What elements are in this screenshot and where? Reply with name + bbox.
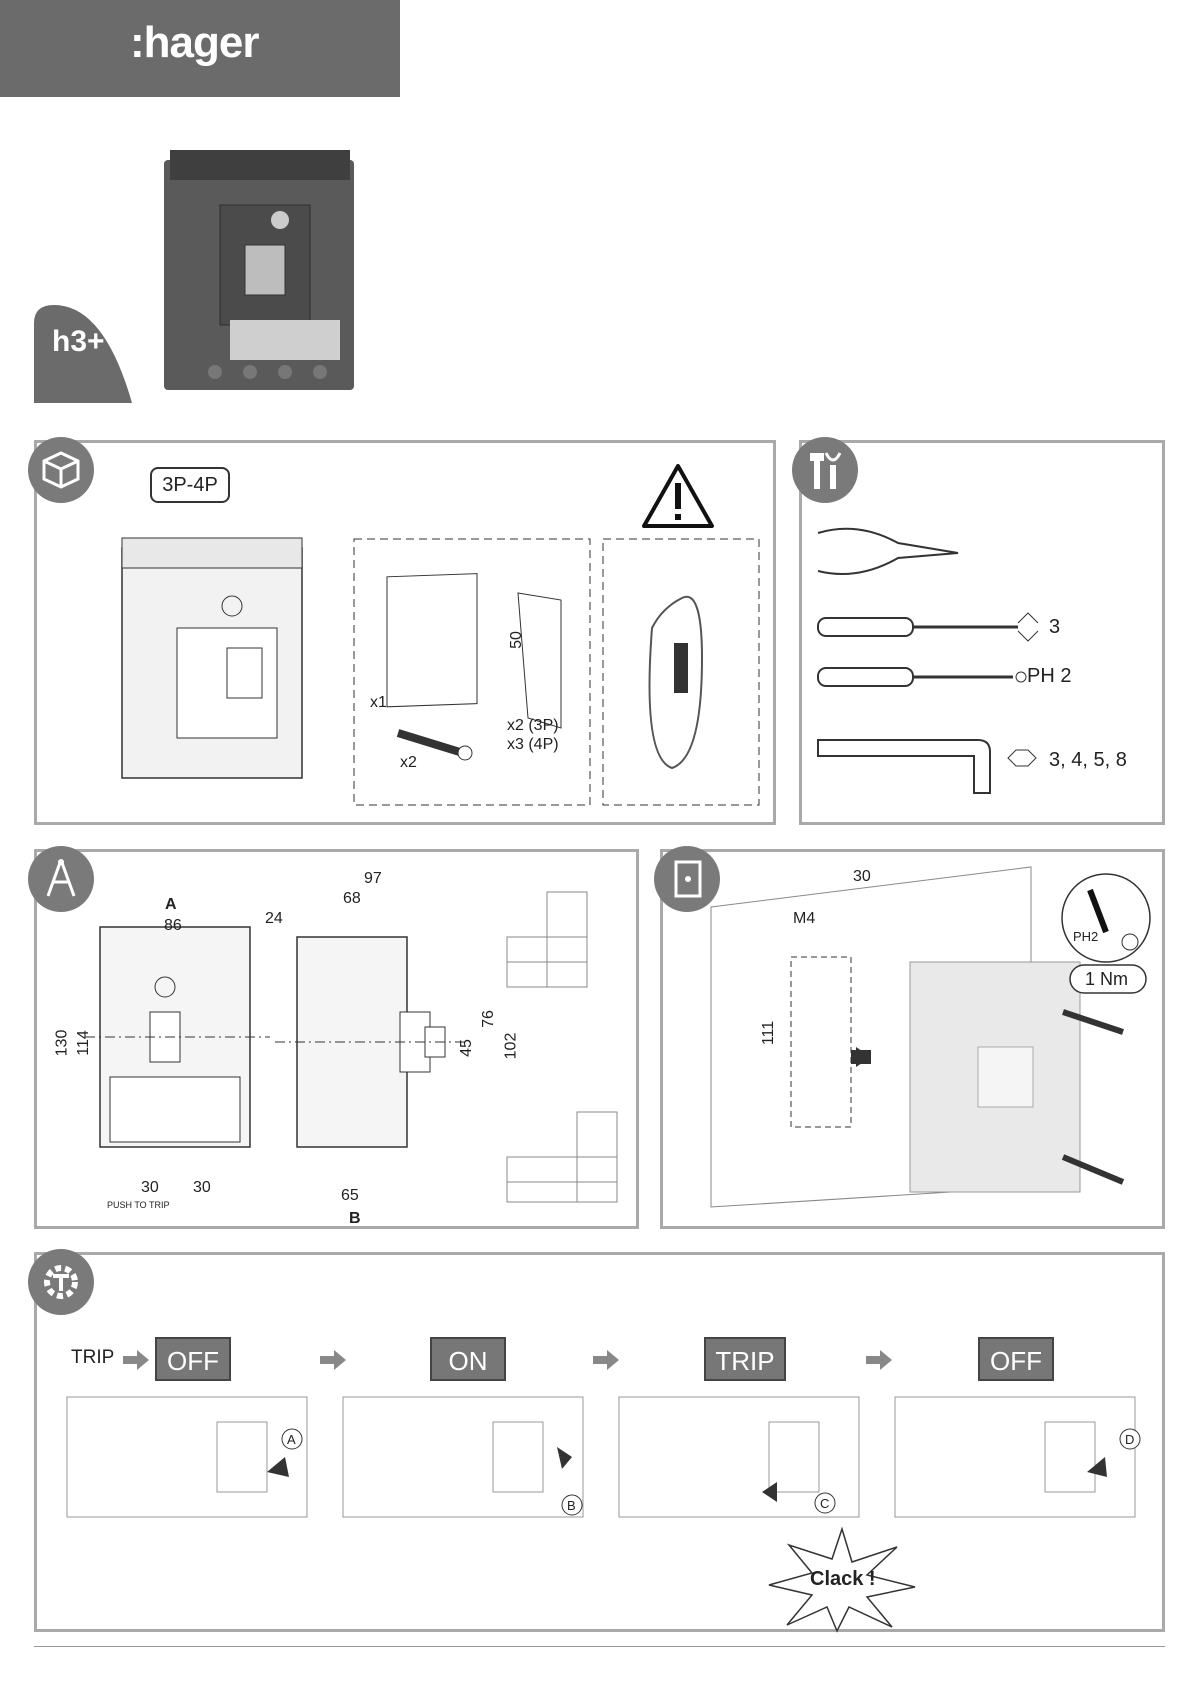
package-contents-panel: 3P-4P x1 x2 50 x2 (3P) x3 (4P) bbox=[34, 440, 776, 825]
dim-24: 24 bbox=[265, 910, 283, 928]
side-view-drawing bbox=[295, 927, 465, 1167]
dim-86: 86 bbox=[164, 917, 182, 935]
pole-label: 3P-4P bbox=[150, 467, 230, 503]
phillips-size: PH 2 bbox=[1027, 665, 1071, 688]
mounting-icon bbox=[654, 846, 720, 912]
arrow-right-icon bbox=[320, 1350, 346, 1370]
state-off-2: OFF bbox=[978, 1337, 1054, 1381]
dim-114: 114 bbox=[75, 1030, 93, 1056]
marker-b: B bbox=[567, 1498, 576, 1513]
mounting-panel: 30 M4 111 PH2 1 Nm bbox=[660, 849, 1165, 1229]
dim-label-b: B bbox=[349, 1210, 361, 1228]
box-icon bbox=[28, 437, 94, 503]
h3-plus-badge: h3+ bbox=[34, 305, 132, 403]
cutting-pliers-icon bbox=[818, 523, 968, 583]
flat-screwdriver-icon bbox=[818, 613, 1048, 643]
dim-pitch-2: 30 bbox=[193, 1179, 211, 1197]
brand-header: :hager bbox=[0, 0, 400, 97]
dim-pitch-1: 30 bbox=[141, 1179, 159, 1197]
marker-d: D bbox=[1125, 1432, 1134, 1447]
cutout-diagrams bbox=[507, 892, 637, 1222]
contents-box-dashed bbox=[353, 538, 593, 808]
hex-key-icon bbox=[818, 738, 1038, 798]
push-to-trip-label: PUSH TO TRIP bbox=[107, 1200, 170, 1210]
mount-torque: 1 Nm bbox=[1085, 969, 1128, 990]
series-mark: h3+ bbox=[52, 325, 105, 359]
dim-label-a: A bbox=[165, 896, 177, 914]
hager-logo: :hager bbox=[130, 18, 258, 68]
breaker-product-image bbox=[160, 150, 360, 400]
footer-divider bbox=[34, 1646, 1165, 1647]
marker-a: A bbox=[287, 1432, 296, 1447]
dim-130: 130 bbox=[53, 1030, 71, 1057]
compass-icon bbox=[28, 846, 94, 912]
hex-sizes: 3, 4, 5, 8 bbox=[1049, 749, 1127, 772]
plate-qty-3p: x2 (3P) bbox=[507, 717, 559, 735]
marker-c: C bbox=[820, 1496, 829, 1511]
arrow-right-icon bbox=[123, 1350, 149, 1370]
plate-qty-4p: x3 (4P) bbox=[507, 736, 559, 754]
mount-height: 111 bbox=[760, 1021, 778, 1045]
phillips-screwdriver-icon bbox=[818, 663, 1028, 693]
dim-76: 76 bbox=[480, 1010, 498, 1028]
operation-panel: TRIP OFF ON TRIP OFF A B C D Clack ! bbox=[34, 1252, 1165, 1632]
arrow-right-icon bbox=[593, 1350, 619, 1370]
breaker-line-drawing bbox=[117, 538, 307, 788]
doc-qty: x1 bbox=[370, 694, 387, 712]
dim-45: 45 bbox=[458, 1039, 476, 1057]
gear-test-icon bbox=[28, 1249, 94, 1315]
state-off-1: OFF bbox=[155, 1337, 231, 1381]
tools-panel: 3 PH 2 3, 4, 5, 8 bbox=[799, 440, 1165, 825]
cable-box-dashed bbox=[602, 538, 762, 808]
state-trip: TRIP bbox=[704, 1337, 786, 1381]
dimensions-panel: A 86 130 114 PUSH TO TRIP 30 30 97 68 24… bbox=[34, 849, 639, 1229]
flat-size: 3 bbox=[1049, 616, 1060, 639]
screw-qty: x2 bbox=[400, 754, 417, 772]
plate-dim: 50 bbox=[508, 631, 526, 649]
dim-68: 68 bbox=[343, 890, 361, 908]
mounting-screws bbox=[1063, 1012, 1163, 1192]
arrow-right-icon bbox=[866, 1350, 892, 1370]
mount-screw: M4 bbox=[793, 910, 815, 928]
dim-97: 97 bbox=[364, 870, 382, 888]
mount-spacing: 30 bbox=[853, 868, 871, 886]
clack-text: Clack ! bbox=[810, 1568, 876, 1591]
state-on: ON bbox=[430, 1337, 506, 1381]
mount-driver: PH2 bbox=[1073, 929, 1098, 944]
warning-icon bbox=[642, 463, 714, 529]
handle-step-drawings bbox=[67, 1397, 1147, 1527]
tools-icon bbox=[792, 437, 858, 503]
trip-prefix: TRIP bbox=[71, 1347, 114, 1369]
dim-65: 65 bbox=[341, 1187, 359, 1205]
front-view-drawing bbox=[95, 897, 275, 1162]
